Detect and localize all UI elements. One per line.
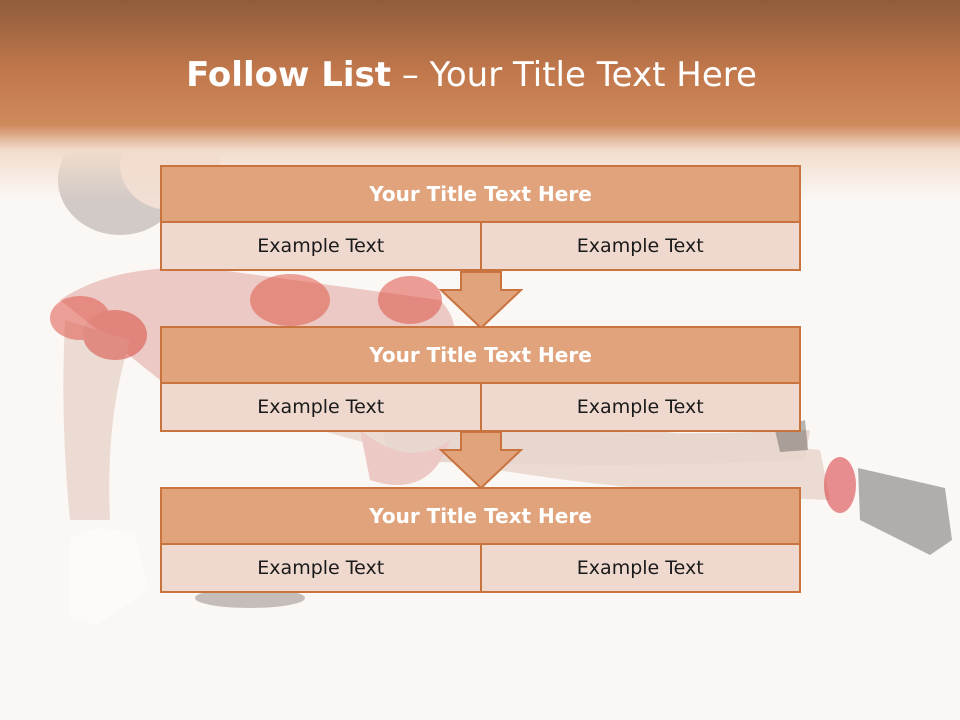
step-table-2: Your Title Text Here Example Text Exampl… [160,326,801,432]
down-arrow-icon [438,271,524,330]
step-table-cell-left: Example Text [257,557,385,579]
slide-title: Follow List – Your Title Text Here [0,52,943,98]
step-table-row: Example Text Example Text [162,223,799,269]
step-table-cell-right: Example Text [479,545,800,591]
step-table-3: Your Title Text Here Example Text Exampl… [160,487,801,593]
step-table-title: Your Title Text Here [162,489,799,545]
slide-title-rest: – Your Title Text Here [391,55,757,95]
down-arrow-icon [438,431,524,490]
step-table-row: Example Text Example Text [162,545,799,591]
step-table-cell-right: Example Text [479,223,800,269]
step-table-title: Your Title Text Here [162,167,799,223]
step-table-row: Example Text Example Text [162,384,799,430]
step-table-title: Your Title Text Here [162,328,799,384]
slide-title-bold: Follow List [186,55,392,95]
step-table-cell-left: Example Text [257,235,385,257]
step-table-cell-left: Example Text [257,396,385,418]
step-table-cell-right: Example Text [479,384,800,430]
step-table-1: Your Title Text Here Example Text Exampl… [160,165,801,271]
